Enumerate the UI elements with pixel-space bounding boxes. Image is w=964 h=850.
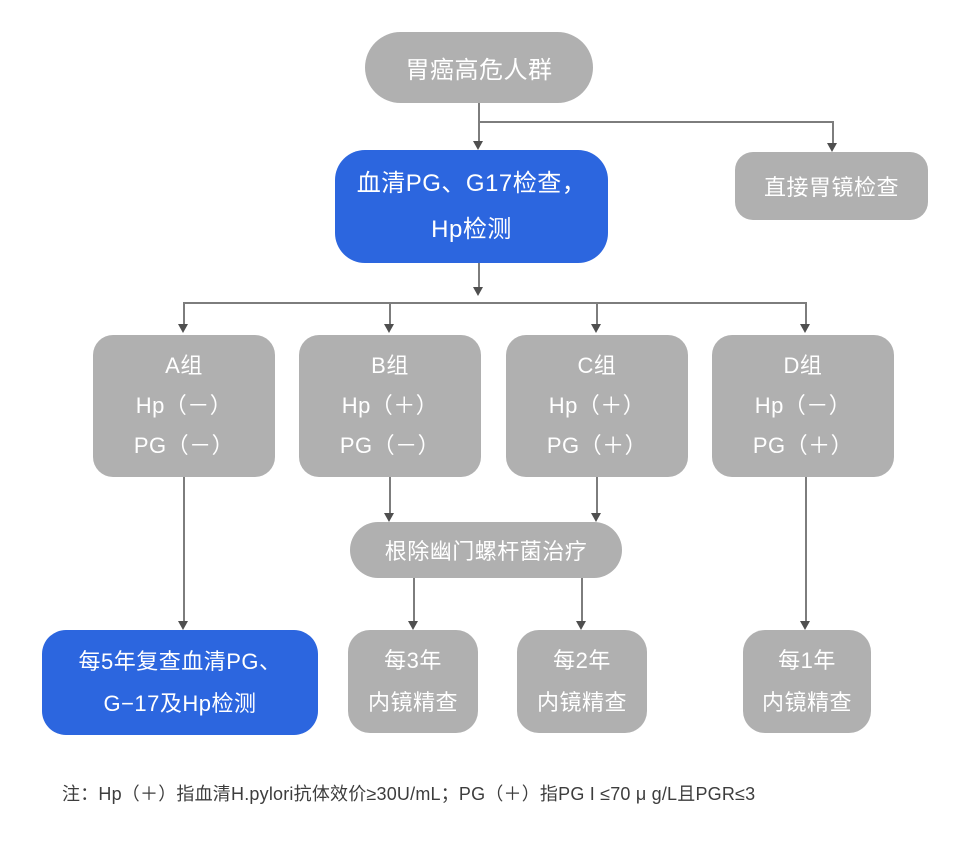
- arrow-down-icon: [473, 141, 483, 150]
- connector-line: [596, 477, 598, 513]
- connector-line: [183, 302, 807, 304]
- arrow-down-icon: [800, 621, 810, 630]
- connector-line: [596, 302, 598, 324]
- node-label-line1: 血清PG、G17检查，: [356, 169, 587, 197]
- node-label-line2: Hp检测: [431, 215, 512, 243]
- group-hp-status: Hp（－）: [754, 393, 852, 418]
- node-label-line2: 内镜精查: [367, 689, 458, 715]
- connector-line: [478, 263, 480, 287]
- connector-line: [805, 477, 807, 621]
- arrow-down-icon: [408, 621, 418, 630]
- group-pg-status: PG（－）: [339, 433, 441, 458]
- group-title: A组: [165, 353, 203, 378]
- node-label-line1: 每2年: [553, 647, 611, 673]
- node-recheck-every-5-years: 每5年复查血清PG、 G−17及Hp检测: [42, 630, 318, 735]
- node-serum-pg-g17-test: 血清PG、G17检查， Hp检测: [335, 150, 608, 263]
- footnote: 注：Hp（＋）指血清H.pylori抗体效价≥30U/mL；PG（＋）指PG I…: [62, 784, 756, 804]
- group-title: D组: [783, 353, 823, 378]
- connector-line: [183, 477, 185, 621]
- arrow-down-icon: [827, 143, 837, 152]
- node-high-risk-group: 胃癌高危人群: [365, 32, 593, 103]
- node-label-line2: 内镜精查: [536, 689, 627, 715]
- node-direct-gastroscopy: 直接胃镜检查: [735, 152, 928, 220]
- connector-line: [832, 121, 834, 143]
- arrow-down-icon: [591, 324, 601, 333]
- connector-line: [389, 477, 391, 513]
- group-pg-status: PG（＋）: [546, 433, 648, 458]
- connector-line: [183, 302, 185, 324]
- group-hp-status: Hp（＋）: [548, 393, 646, 418]
- node-group-c: C组 Hp（＋） PG（＋）: [506, 335, 688, 477]
- node-label: 根除幽门螺杆菌治疗: [384, 539, 588, 564]
- node-hp-eradication-treatment: 根除幽门螺杆菌治疗: [350, 522, 622, 578]
- group-title: B组: [371, 353, 409, 378]
- connector-line: [805, 302, 807, 324]
- node-label: 胃癌高危人群: [405, 57, 553, 84]
- arrow-down-icon: [591, 513, 601, 522]
- node-label: 直接胃镜检查: [763, 175, 899, 200]
- arrow-down-icon: [178, 621, 188, 630]
- node-label-line2: 内镜精查: [761, 689, 852, 715]
- arrow-down-icon: [800, 324, 810, 333]
- arrow-down-icon: [576, 621, 586, 630]
- group-pg-status: PG（－）: [133, 433, 235, 458]
- arrow-down-icon: [384, 513, 394, 522]
- connector-line: [478, 121, 833, 123]
- node-group-d: D组 Hp（－） PG（＋）: [712, 335, 894, 477]
- node-label-line1: 每3年: [384, 647, 442, 673]
- node-group-b: B组 Hp（＋） PG（－）: [299, 335, 481, 477]
- group-hp-status: Hp（＋）: [341, 393, 439, 418]
- arrow-down-icon: [473, 287, 483, 296]
- node-endoscopy-every-2-years: 每2年 内镜精查: [517, 630, 647, 733]
- node-label-line2: G−17及Hp检测: [103, 690, 257, 716]
- connector-line: [581, 578, 583, 621]
- group-hp-status: Hp（－）: [135, 393, 233, 418]
- connector-line: [389, 302, 391, 324]
- node-label-line1: 每1年: [778, 647, 836, 673]
- group-pg-status: PG（＋）: [752, 433, 854, 458]
- node-endoscopy-every-3-years: 每3年 内镜精查: [348, 630, 478, 733]
- node-label-line1: 每5年复查血清PG、: [78, 648, 282, 674]
- node-endoscopy-every-1-year: 每1年 内镜精查: [743, 630, 871, 733]
- arrow-down-icon: [384, 324, 394, 333]
- connector-line: [413, 578, 415, 621]
- arrow-down-icon: [178, 324, 188, 333]
- group-title: C组: [577, 353, 617, 378]
- node-group-a: A组 Hp（－） PG（－）: [93, 335, 275, 477]
